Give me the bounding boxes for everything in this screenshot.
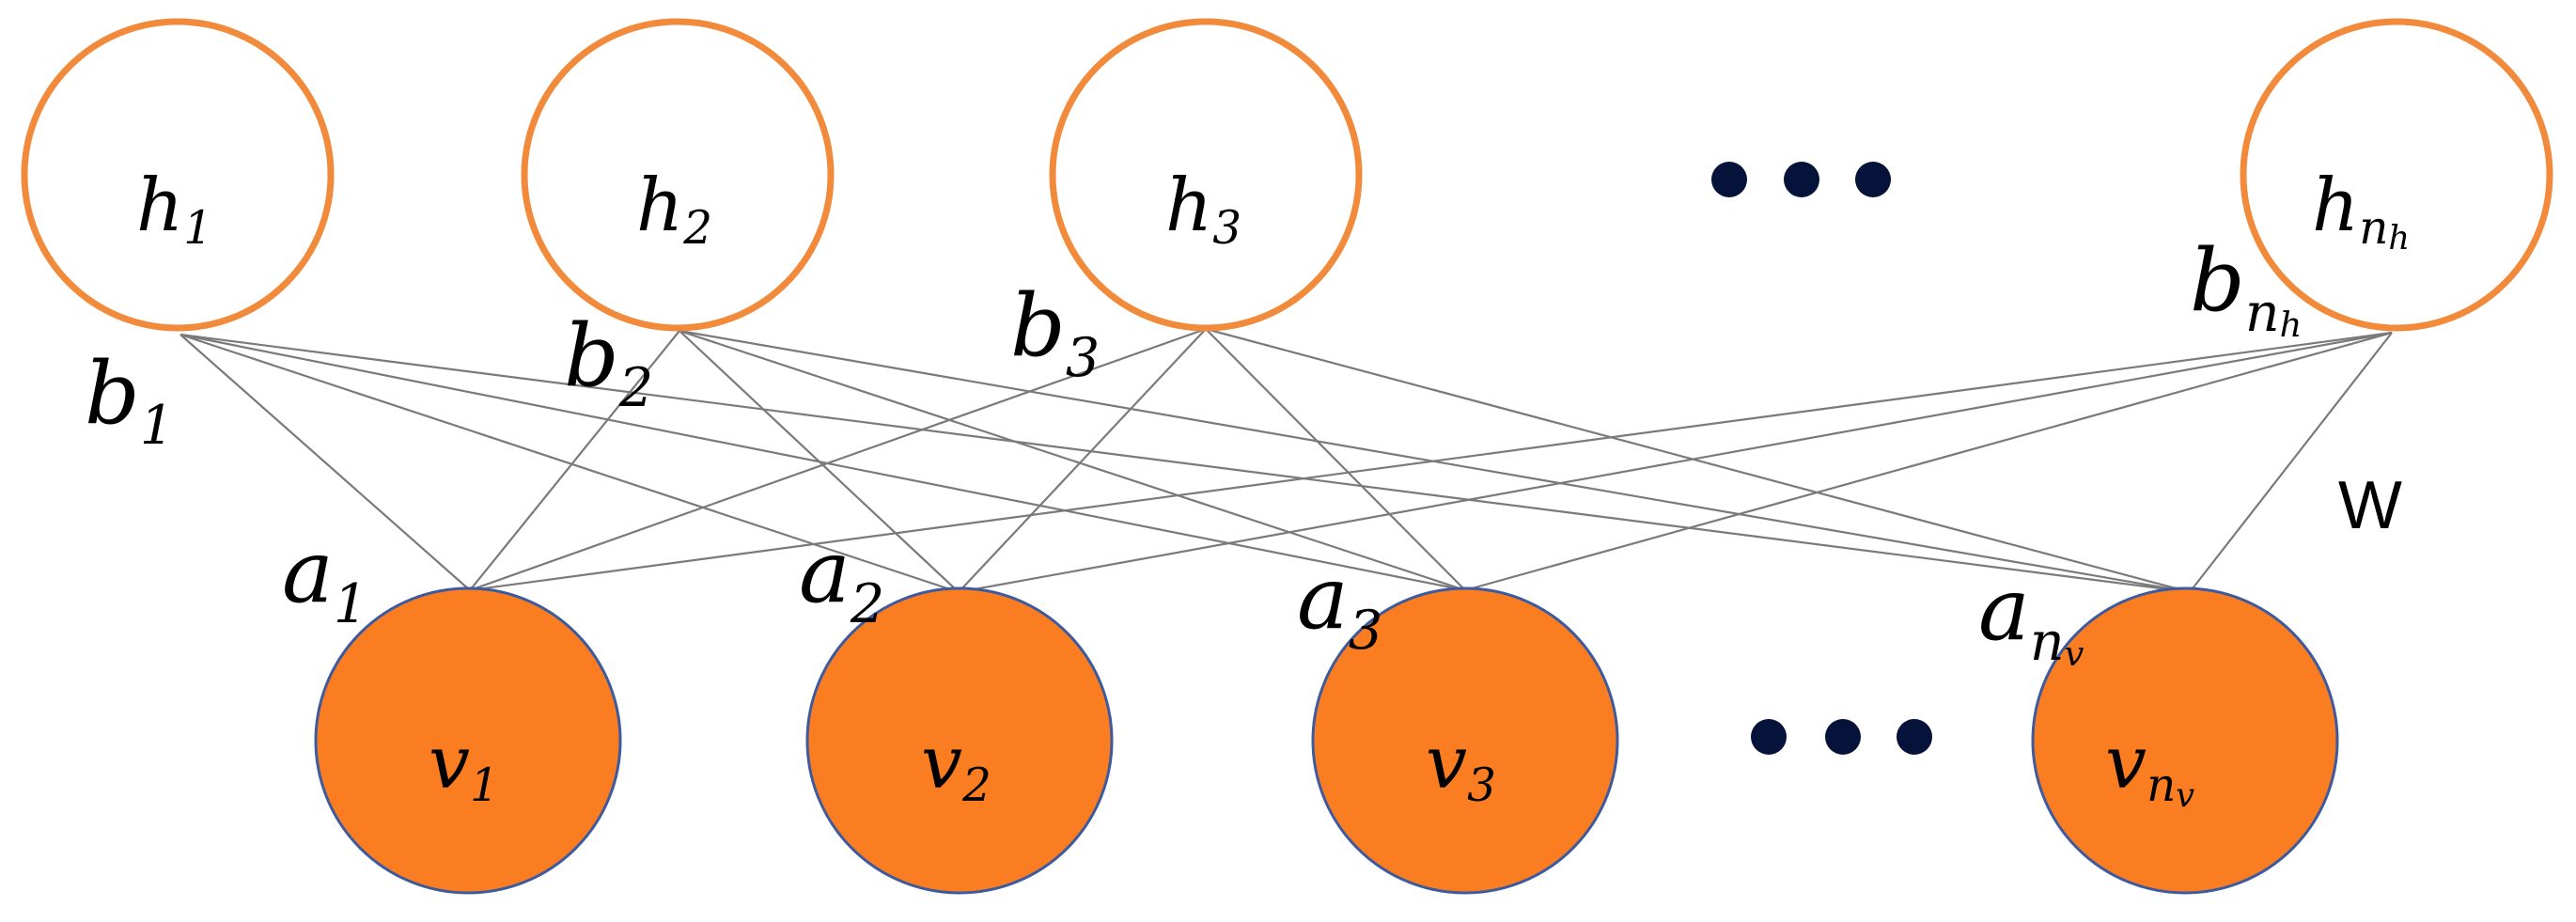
ellipsis-dot [1855,162,1891,197]
weight-edge-h2-v2 [679,330,960,593]
visible-ellipsis [1751,719,1932,755]
hidden-ellipsis [1711,162,1891,197]
visible-label-v1: v1 [429,721,499,812]
hidden-biases: b1 b2 b3 bnh [85,230,2302,457]
weight-edge-h3-v3 [1205,328,1466,591]
weight-edge-h4-v2 [958,331,2393,594]
weight-edge-h3-v2 [958,328,1207,593]
visible-biases: a1 a2 a3 anv [282,522,2084,674]
visible-label-v2: v2 [921,721,991,812]
visible-label-v3: v3 [1426,721,1496,812]
visible-unit-vnv [2031,586,2339,895]
hidden-unit-hnh [2240,18,2553,332]
weight-edge-h3-v4 [1205,327,2191,594]
weight-edge-h1-v2 [180,333,960,594]
weight-edge-h4-v3 [1464,331,2393,592]
ellipsis-dot [1784,162,1819,197]
bias-label-b2: b2 [564,305,653,419]
ellipsis-dot [1825,719,1861,755]
weight-edge-h1-v4 [180,333,2191,594]
bias-label-b3: b3 [1010,275,1100,389]
bias-label-a3: a3 [1297,548,1382,662]
visible-unit-v2 [805,586,1114,895]
weight-edge-h1-v3 [180,333,1466,592]
weight-edge-h2-v1 [469,330,680,591]
hidden-unit-h3 [1049,18,1363,332]
weight-edge-h4-v4 [2189,332,2393,593]
ellipsis-dot [1897,719,1932,755]
bias-label-a2: a2 [799,522,884,635]
ellipsis-dot [1711,162,1747,197]
visible-unit-v3 [1311,586,1619,895]
hidden-label-hnh: hnh [2312,164,2410,258]
hidden-label-h3: h3 [1165,164,1241,255]
bias-label-bnh: bnh [2190,230,2302,345]
hidden-label-h2: h2 [636,164,712,255]
weight-edge-h4-v1 [469,331,2393,592]
ellipsis-dot [1751,719,1787,755]
bias-label-a1: a1 [282,522,367,635]
weight-edge-h1-v1 [180,334,471,591]
weight-label: W [2338,468,2402,543]
bias-label-b1: b1 [85,343,174,457]
weight-edges [180,327,2393,594]
visible-layer: v1 v2 v3 vnv [314,586,2339,895]
hidden-label-h1: h1 [136,164,212,255]
weight-edge-h3-v1 [469,327,1207,592]
hidden-layer: h1 h2 h3 hnh [21,18,2553,332]
hidden-unit-h1 [21,18,335,332]
visible-label-vnv: vnv [2105,721,2194,815]
weight-edge-h2-v3 [679,329,1466,592]
bias-label-anv: anv [1978,559,2084,674]
hidden-unit-h2 [521,18,835,332]
visible-unit-v1 [314,586,622,895]
